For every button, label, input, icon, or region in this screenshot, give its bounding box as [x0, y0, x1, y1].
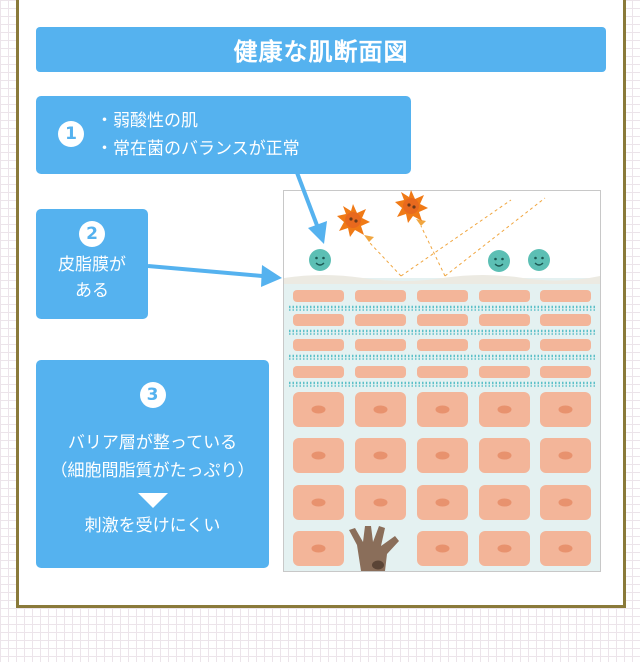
callout-number-2: 2	[79, 221, 105, 247]
spiky-germ-icon	[337, 204, 370, 237]
callout-1-line-1: ・弱酸性の肌	[96, 111, 198, 131]
stratum-corneum-cell	[355, 314, 406, 326]
callout-2-sebum-film: 2 皮脂膜が ある	[36, 209, 148, 319]
callout-2-line-1: 皮脂膜が	[58, 255, 126, 275]
stratum-corneum-cell	[479, 290, 530, 302]
callout-3-barrier-layer: 3 バリア層が整っている （細胞間脂質がたっぷり） 刺激を受けにくい	[36, 360, 269, 568]
cell-nucleus	[311, 498, 326, 507]
callout-1-acidic-skin: 1 ・弱酸性の肌 ・常在菌のバランスが正常	[36, 96, 411, 174]
stratum-corneum-cell	[293, 366, 344, 378]
cell-nucleus	[311, 405, 326, 414]
stratum-corneum-cell	[479, 366, 530, 378]
callout-1-line-2: ・常在菌のバランスが正常	[96, 139, 300, 159]
stratum-corneum-cell	[355, 290, 406, 302]
cell-nucleus	[435, 544, 450, 553]
stratum-corneum-cell	[417, 314, 468, 326]
cell-nucleus	[558, 544, 573, 553]
cell-nucleus	[373, 405, 388, 414]
stratum-corneum-cell	[479, 339, 530, 351]
callout-3-line-2: （細胞間脂質がたっぷり）	[50, 461, 255, 481]
uv-light-paths	[368, 197, 546, 277]
stratum-corneum-cell	[293, 290, 344, 302]
stratum-corneum-cell	[479, 314, 530, 326]
arrowhead-icon	[364, 235, 374, 242]
stratum-corneum-cell	[293, 339, 344, 351]
stratum-corneum-cell	[540, 339, 591, 351]
stratum-corneum-cell	[417, 339, 468, 351]
stratum-corneum-cell	[540, 290, 591, 302]
cell-nucleus	[373, 498, 388, 507]
melanocyte-icon	[349, 526, 399, 571]
cell-nucleus	[435, 451, 450, 460]
cell-nucleus	[373, 451, 388, 460]
cell-nucleus	[497, 544, 512, 553]
callout-3-line-1: バリア層が整っている	[67, 433, 238, 453]
smiley-bacteria-icon	[488, 250, 510, 272]
cell-nucleus	[311, 451, 326, 460]
stratum-corneum-cell	[417, 290, 468, 302]
cell-nucleus	[311, 544, 326, 553]
stratum-corneum-cell	[540, 366, 591, 378]
callout-2-line-2: ある	[75, 281, 109, 301]
cell-nucleus	[558, 405, 573, 414]
sebum-film	[284, 275, 600, 284]
smiley-bacteria-icon	[309, 249, 331, 271]
down-triangle-icon	[137, 493, 168, 508]
cell-nucleus	[558, 451, 573, 460]
callout-3-result: 刺激を受けにくい	[84, 516, 221, 536]
spiky-germ-icon	[395, 190, 428, 223]
arrowhead-icon	[416, 219, 426, 226]
cell-nucleus	[435, 405, 450, 414]
callout-number-1: 1	[58, 121, 84, 147]
cell-nucleus	[435, 498, 450, 507]
stratum-corneum-cell	[540, 314, 591, 326]
page-title: 健康な肌断面図	[36, 27, 606, 72]
cell-nucleus	[497, 451, 512, 460]
callout-number-3: 3	[139, 382, 166, 408]
cell-nucleus	[497, 405, 512, 414]
smiley-bacteria-icon	[528, 249, 550, 271]
skin-cross-section	[283, 190, 601, 572]
stratum-corneum-cell	[417, 366, 468, 378]
stratum-corneum-cell	[355, 366, 406, 378]
stratum-corneum-cell	[355, 339, 406, 351]
cell-nucleus	[497, 498, 512, 507]
stratum-corneum-cell	[293, 314, 344, 326]
cell-nucleus	[558, 498, 573, 507]
